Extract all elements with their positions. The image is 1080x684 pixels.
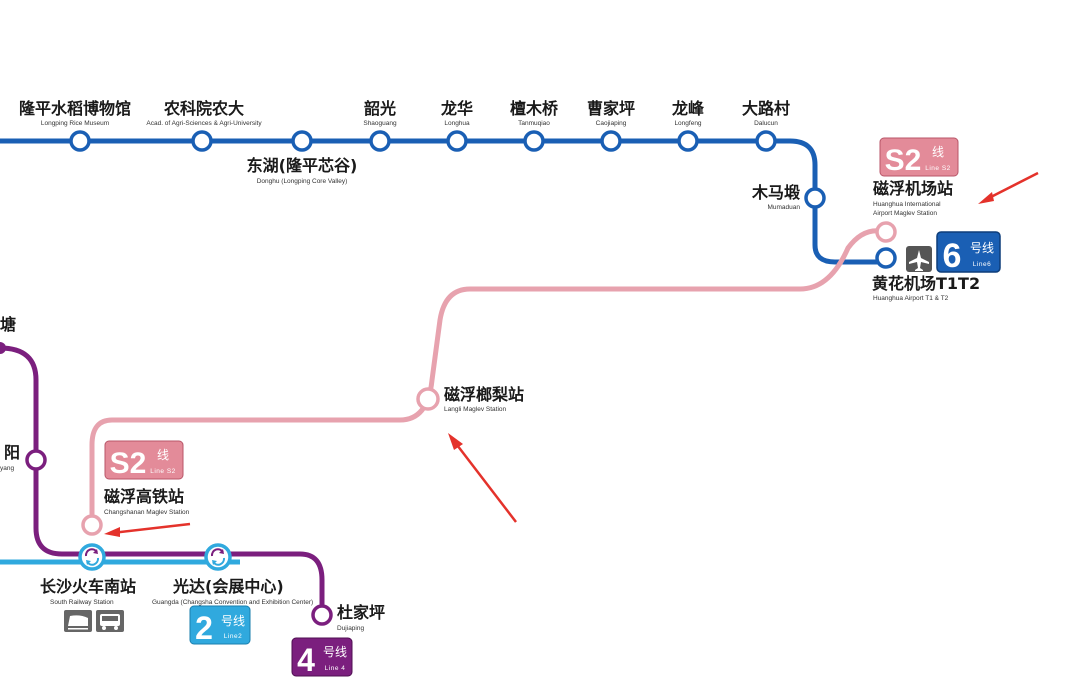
svg-text:Acad. of Agri-Sciences & Agri-: Acad. of Agri-Sciences & Agri-University	[146, 120, 262, 127]
station-caojiaping[interactable]: 曹家坪 Caojiaping	[587, 99, 635, 152]
svg-text:阳: 阳	[4, 443, 20, 462]
svg-text:龙峰: 龙峰	[671, 99, 705, 118]
svg-text:线: 线	[157, 448, 169, 462]
station-huanghua-airport[interactable]: 黄花机场T1T2 Huanghua Airport T1 & T2	[872, 247, 980, 302]
line6-badge: 6 号线 Line6	[936, 231, 1001, 275]
station-maglev-highspeed[interactable]: 磁浮高铁站 Changshanan Maglev Station	[81, 487, 190, 536]
svg-text:2: 2	[195, 610, 213, 646]
svg-text:Line6: Line6	[973, 261, 991, 268]
svg-text:Caojiaping: Caojiaping	[596, 120, 627, 127]
station-tang[interactable]: 塘	[0, 315, 16, 354]
svg-text:Longping Rice Museum: Longping Rice Museum	[41, 120, 109, 127]
svg-text:农科院农大: 农科院农大	[163, 99, 244, 118]
station-longfeng[interactable]: 龙峰 Longfeng	[671, 99, 705, 152]
station-dujiaping[interactable]: 杜家坪 Dujiaping	[311, 603, 385, 632]
line4-badge: 4 号线 Line 4	[291, 637, 353, 678]
svg-text:Mumaduan: Mumaduan	[767, 204, 800, 211]
station-donghu[interactable]: 东湖(隆平芯谷) Donghu (Longping Core Valley)	[247, 130, 358, 185]
station-agri-academy[interactable]: 农科院农大 Acad. of Agri-Sciences & Agri-Univ…	[146, 99, 262, 152]
svg-text:Changshanan Maglev Station: Changshanan Maglev Station	[104, 509, 190, 516]
svg-text:龙华: 龙华	[440, 99, 473, 118]
svg-text:木马塅: 木马塅	[751, 183, 801, 202]
station-tanmuqiao[interactable]: 檀木桥 Tanmuqiao	[510, 99, 559, 152]
svg-text:Tanmuqiao: Tanmuqiao	[518, 120, 550, 127]
svg-text:隆平水稻博物馆: 隆平水稻博物馆	[19, 99, 131, 118]
svg-text:Airport Maglev Station: Airport Maglev Station	[873, 210, 937, 217]
svg-text:6: 6	[943, 237, 962, 275]
svg-text:号线: 号线	[221, 614, 245, 628]
svg-text:杜家坪: 杜家坪	[337, 603, 385, 622]
svg-text:黄花机场T1T2: 黄花机场T1T2	[872, 274, 980, 293]
s2-badge-top: S2 线 Line S2	[879, 137, 959, 177]
station-dalucun[interactable]: 大路村 Dalucun	[742, 99, 790, 152]
svg-text:磁浮高铁站: 磁浮高铁站	[104, 487, 184, 506]
station-longhua[interactable]: 龙华 Longhua	[440, 99, 473, 152]
svg-text:Dalucun: Dalucun	[754, 120, 778, 127]
station-yang[interactable]: 阳 yang	[0, 443, 47, 472]
svg-text:磁浮榔梨站: 磁浮榔梨站	[444, 385, 524, 404]
station-maglev-airport[interactable]: 磁浮机场站 Huanghua International Airport Mag…	[873, 179, 953, 243]
svg-text:韶光: 韶光	[364, 99, 396, 118]
svg-text:4: 4	[297, 642, 315, 678]
svg-text:Line S2: Line S2	[150, 468, 176, 475]
station-mumaduan[interactable]: 木马塅 Mumaduan	[751, 183, 826, 211]
svg-text:塘: 塘	[0, 315, 16, 334]
interchange-icon	[210, 548, 226, 566]
svg-text:S2: S2	[110, 447, 147, 480]
svg-text:Line 4: Line 4	[325, 665, 346, 672]
arrow-annotation-langli	[448, 433, 517, 523]
station-guangda[interactable]: 光达(会展中心) Guangda (Changsha Convention an…	[152, 543, 313, 606]
station-maglev-langli[interactable]: 磁浮榔梨站 Langli Maglev Station	[416, 385, 524, 413]
svg-text:檀木桥: 檀木桥	[510, 99, 559, 118]
arrow-annotation-airport	[978, 171, 1039, 204]
svg-text:Shaoguang: Shaoguang	[363, 120, 397, 127]
svg-text:号线: 号线	[970, 241, 994, 255]
svg-text:磁浮机场站: 磁浮机场站	[873, 179, 953, 198]
svg-text:线: 线	[932, 145, 944, 159]
svg-text:Longfeng: Longfeng	[674, 120, 701, 127]
station-shaoguang[interactable]: 韶光 Shaoguang	[363, 99, 397, 152]
svg-text:yang: yang	[0, 465, 14, 472]
svg-text:Line S2: Line S2	[925, 165, 951, 172]
bus-icon	[96, 610, 124, 632]
svg-text:Langli Maglev Station: Langli Maglev Station	[444, 406, 507, 413]
svg-text:大路村: 大路村	[742, 99, 790, 118]
svg-text:Huanghua Airport T1 & T2: Huanghua Airport T1 & T2	[873, 295, 949, 302]
line4-track	[0, 345, 325, 615]
airport-icon	[906, 246, 932, 272]
svg-text:曹家坪: 曹家坪	[587, 99, 635, 118]
svg-text:Huanghua International: Huanghua International	[873, 201, 941, 208]
station-longping-rice-museum[interactable]: 隆平水稻博物馆 Longping Rice Museum	[19, 99, 131, 152]
svg-text:东湖(隆平芯谷): 东湖(隆平芯谷)	[247, 156, 358, 175]
svg-text:Dujiaping: Dujiaping	[337, 625, 364, 632]
s2-badge-bottom: S2 线 Line S2	[104, 440, 184, 480]
line2-badge: 2 号线 Line2	[189, 605, 251, 646]
station-south-railway[interactable]: 长沙火车南站 South Railway Station	[40, 543, 136, 606]
svg-text:Donghu (Longping Core Valley): Donghu (Longping Core Valley)	[257, 178, 348, 185]
s2-track	[89, 228, 887, 528]
arrow-annotation-highspeed	[104, 522, 191, 537]
high-speed-train-icon	[64, 610, 92, 632]
svg-text:光达(会展中心): 光达(会展中心)	[172, 577, 284, 596]
svg-text:号线: 号线	[323, 645, 347, 659]
svg-text:Line2: Line2	[224, 633, 242, 640]
interchange-icon	[84, 548, 100, 566]
svg-text:Guangda (Changsha Convention a: Guangda (Changsha Convention and Exhibit…	[152, 599, 313, 606]
svg-text:South Railway Station: South Railway Station	[50, 599, 114, 606]
svg-text:S2: S2	[885, 144, 922, 177]
svg-text:Longhua: Longhua	[444, 120, 470, 127]
svg-text:长沙火车南站: 长沙火车南站	[40, 577, 136, 596]
